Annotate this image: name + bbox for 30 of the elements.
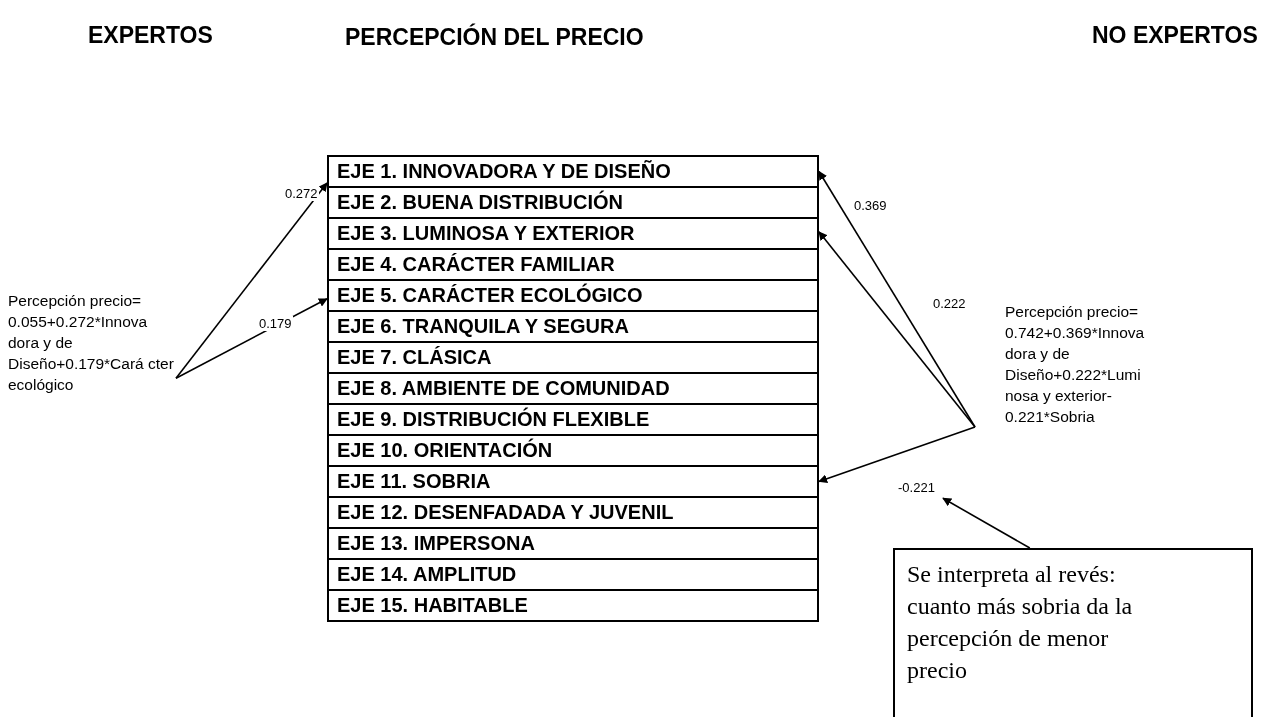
edge-label: 0.369 bbox=[853, 198, 888, 213]
edge-label: 0.222 bbox=[932, 296, 967, 311]
axis-row: EJE 15. HABITABLE bbox=[327, 589, 819, 622]
arrow bbox=[818, 426, 976, 484]
axis-row: EJE 8. AMBIENTE DE COMUNIDAD bbox=[327, 372, 819, 405]
axis-row: EJE 2. BUENA DISTRIBUCIÓN bbox=[327, 186, 819, 219]
axis-row: EJE 1. INNOVADORA Y DE DISEÑO bbox=[327, 155, 819, 188]
column-heading: NO EXPERTOS bbox=[1092, 22, 1258, 49]
axis-row: EJE 12. DESENFADADA Y JUVENIL bbox=[327, 496, 819, 529]
axis-row: EJE 14. AMPLITUD bbox=[327, 558, 819, 591]
regression-equation: Percepción precio= 0.742+0.369*Innova dora y de Diseño+0.222*Lumi nosa y exterior- 0.221*Sobria bbox=[975, 301, 1170, 427]
axis-row: EJE 9. DISTRIBUCIÓN FLEXIBLE bbox=[327, 403, 819, 436]
arrow bbox=[818, 231, 976, 428]
axis-row: EJE 7. CLÁSICA bbox=[327, 341, 819, 374]
axis-row: EJE 6. TRANQUILA Y SEGURA bbox=[327, 310, 819, 343]
regression-equation: Percepción precio= 0.055+0.272*Innova dora y de Diseño+0.179*Cará cter ecológico bbox=[8, 290, 176, 395]
axis-row: EJE 13. IMPERSONA bbox=[327, 527, 819, 560]
axis-row: EJE 5. CARÁCTER ECOLÓGICO bbox=[327, 279, 819, 312]
diagram-title: PERCEPCIÓN DEL PRECIO bbox=[345, 24, 644, 51]
axis-row: EJE 10. ORIENTACIÓN bbox=[327, 434, 819, 467]
edge-label: 0.179 bbox=[258, 316, 293, 331]
arrow bbox=[942, 497, 1031, 549]
axis-row: EJE 4. CARÁCTER FAMILIAR bbox=[327, 248, 819, 281]
axis-row: EJE 11. SOBRIA bbox=[327, 465, 819, 498]
axis-row: EJE 3. LUMINOSA Y EXTERIOR bbox=[327, 217, 819, 250]
column-heading: EXPERTOS bbox=[88, 22, 213, 49]
edge-label: 0.272 bbox=[284, 186, 319, 201]
note-box: Se interpreta al revés: cuanto más sobria da la percepción de menor precio bbox=[893, 548, 1253, 717]
coefficient-value: -0.221 bbox=[898, 479, 940, 496]
arrow bbox=[175, 182, 328, 379]
